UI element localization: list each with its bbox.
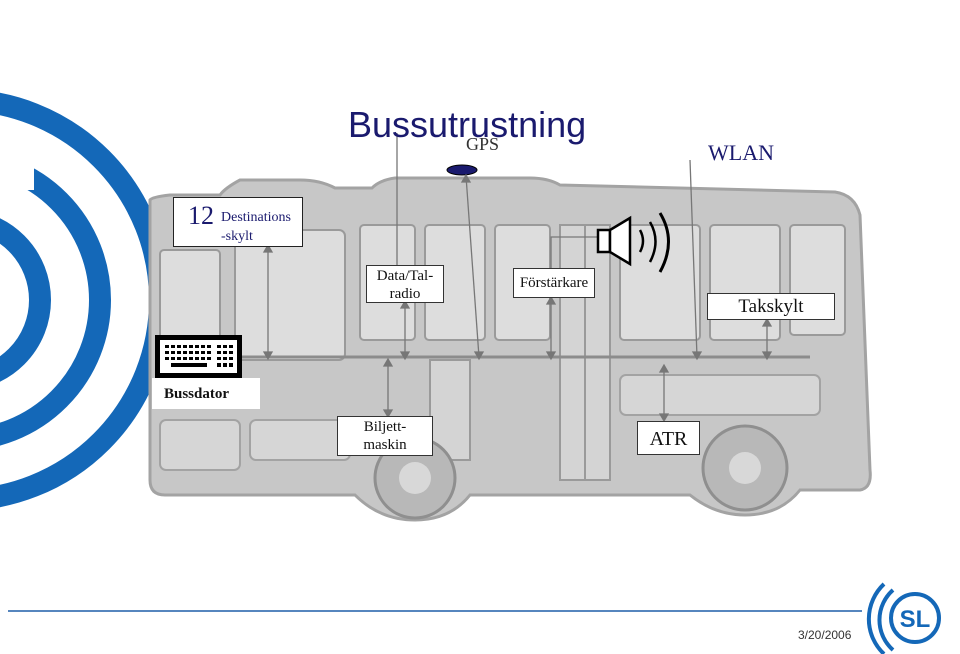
sl-logo-icon: SL <box>866 582 941 654</box>
footer-date: 3/20/2006 <box>798 628 852 642</box>
atr-box: ATR <box>637 421 700 455</box>
svg-text:SL: SL <box>900 606 931 633</box>
destinations-number: 12 <box>188 201 214 230</box>
page-title: Bussutrustning <box>348 104 587 145</box>
destinations-line2: -skylt <box>221 229 253 244</box>
atr-label: ATR <box>649 428 688 450</box>
amplifier-label: Förstärkare <box>519 275 589 291</box>
roof-sign-box: Takskylt <box>707 293 835 320</box>
connector-arrows <box>262 133 773 423</box>
speaker-icon <box>596 212 670 273</box>
gps-label: GPS <box>466 134 500 154</box>
bus-computer-label: Bussdator <box>164 386 230 402</box>
gps-antenna <box>446 164 478 176</box>
ticket-machine-line2: maskin <box>363 437 407 453</box>
data-tal-line1: Data/Tal- <box>376 268 434 284</box>
data-tal-line2: radio <box>389 286 421 302</box>
ticket-machine-box: Biljett- maskin <box>337 416 433 456</box>
roof-sign-label: Takskylt <box>738 296 804 317</box>
bus-computer-box: Bussdator <box>152 378 260 409</box>
data-tal-radio-box: Data/Tal- radio <box>366 265 444 303</box>
keyboard-icon <box>155 335 242 378</box>
ticket-machine-line1: Biljett- <box>363 419 407 435</box>
destinations-sign-box: 12 Destinations -skylt <box>173 197 303 247</box>
wlan-label: WLAN <box>708 140 774 165</box>
destinations-line1: Destinations <box>221 210 291 225</box>
amplifier-box: Förstärkare <box>513 268 595 298</box>
